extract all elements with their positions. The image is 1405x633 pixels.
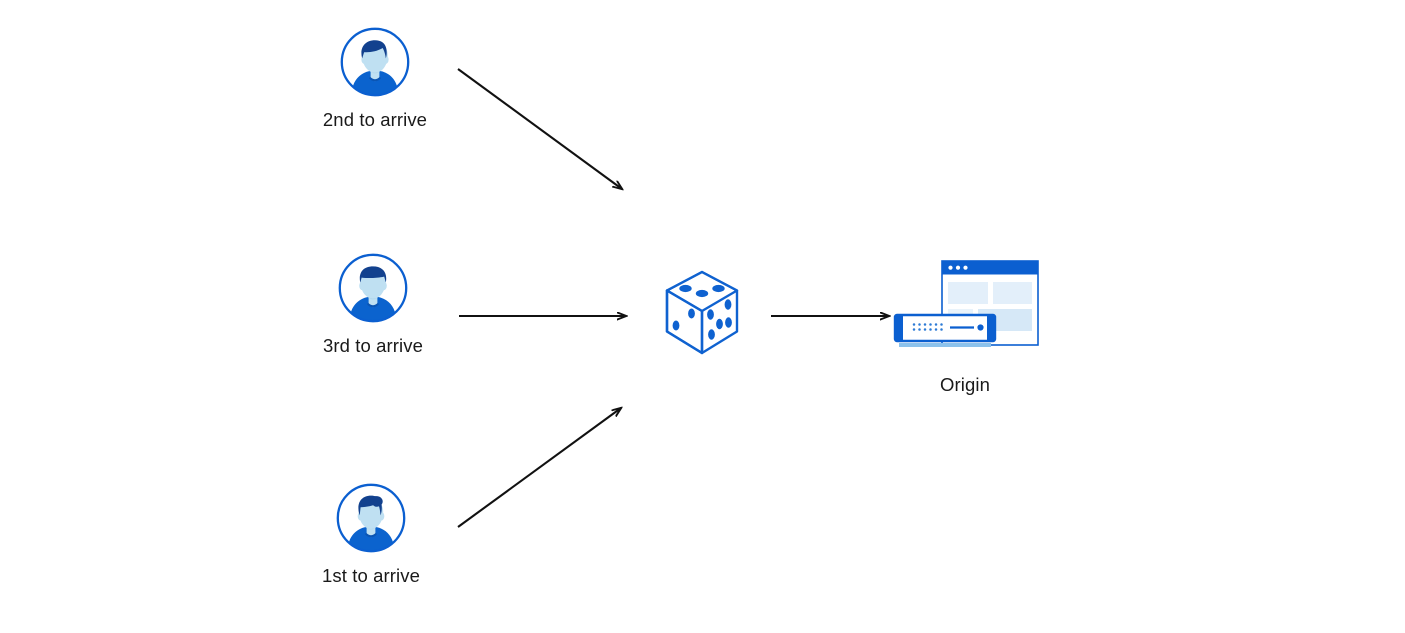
node-origin[interactable]: Origin [875,255,1055,396]
user-avatar-icon [338,253,408,323]
dice-pips-left [672,308,695,331]
user-avatar-icon [340,27,410,97]
dice-pips-top [679,284,725,298]
node-randomizer[interactable] [661,268,743,363]
dice-icon [665,270,739,355]
edge-1st-to-dice [457,408,621,528]
user-avatar-icon [336,483,406,553]
origin-server-icon [893,260,1039,347]
dice-pips-right [707,299,732,340]
node-label: 1st to arrive [322,565,420,586]
node-visitor-1st[interactable]: 1st to arrive [301,482,441,587]
node-label: 3rd to arrive [322,335,423,356]
node-label: Origin [940,374,990,395]
edge-2nd-to-dice [457,68,622,189]
node-label: 2nd to arrive [322,109,428,130]
node-visitor-3rd[interactable]: 3rd to arrive [303,252,443,357]
server-device-icon [893,313,997,347]
node-visitor-2nd[interactable]: 2nd to arrive [305,26,445,131]
